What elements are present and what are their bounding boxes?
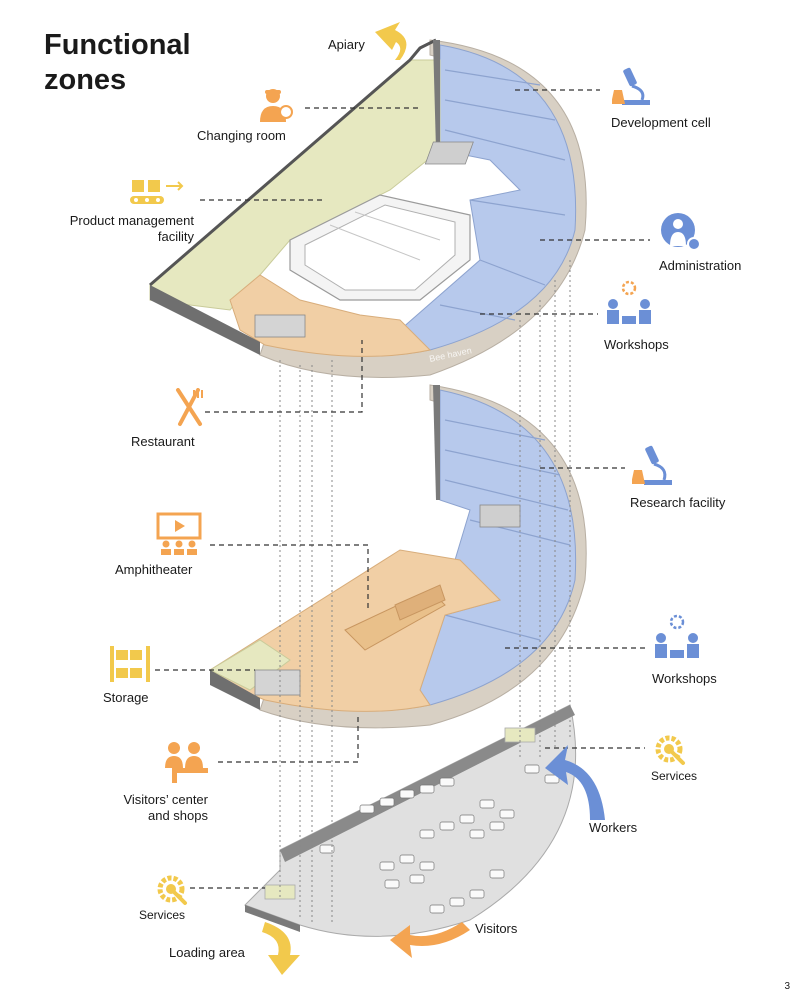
label-services-left: Services — [139, 908, 186, 922]
page-number: 3 — [784, 981, 790, 992]
label-storage: Storage — [103, 690, 149, 705]
label-loading-area: Loading area — [169, 945, 245, 960]
label-product-management-line2: facility — [157, 229, 194, 244]
leader-lines — [155, 89, 650, 889]
label-restaurant: Restaurant — [131, 434, 195, 449]
research-microscope-icon — [632, 445, 672, 485]
label-research-facility: Research facility — [630, 495, 726, 510]
fork-knife-icon — [176, 388, 203, 426]
label-workshops-top: Workshops — [604, 337, 669, 352]
workshop-people-icon-2 — [655, 614, 699, 658]
label-product-management-line1: Product management — [69, 213, 194, 228]
label-visitors-center-line2: and shops — [148, 808, 208, 823]
label-development-cell: Development cell — [611, 115, 711, 130]
label-changing-room: Changing room — [197, 128, 286, 143]
loading-area-arrow — [262, 922, 300, 975]
label-visitors-center: Visitors’ center and shops — [80, 792, 208, 824]
label-services-right: Services — [651, 769, 698, 783]
microscope-icon — [612, 67, 650, 105]
vertical-guide-lines — [279, 260, 571, 925]
label-administration: Administration — [659, 258, 742, 273]
apiary-arrow — [375, 22, 407, 60]
label-amphitheater: Amphitheater — [115, 562, 193, 577]
services-gear-icon-2 — [157, 875, 187, 905]
label-apiary: Apiary — [328, 37, 365, 52]
administrator-icon — [661, 213, 701, 251]
label-workers: Workers — [589, 820, 638, 835]
worker-icon — [260, 89, 293, 122]
title-line-2: zones — [44, 64, 127, 96]
label-visitors: Visitors — [475, 921, 518, 936]
cinema-screen-icon — [156, 512, 202, 555]
services-gear-icon — [655, 735, 685, 765]
label-visitors-center-line1: Visitors’ center — [123, 792, 208, 807]
storage-shelves-icon — [110, 646, 150, 682]
workshop-people-icon — [607, 280, 651, 324]
label-product-management: Product management facility — [50, 213, 194, 245]
workers-arrow — [545, 745, 605, 820]
visitors-center-icon — [165, 742, 208, 783]
title-line-1: Functional — [44, 29, 191, 61]
parking-level-plan — [244, 704, 577, 937]
visitors-arrow — [390, 922, 470, 958]
top-floor-plan: Bee haven — [149, 38, 587, 378]
middle-floor-plan — [208, 384, 587, 729]
page-title: Functional zones — [44, 28, 244, 98]
conveyor-icon — [130, 180, 184, 204]
label-workshops-mid: Workshops — [652, 671, 717, 686]
